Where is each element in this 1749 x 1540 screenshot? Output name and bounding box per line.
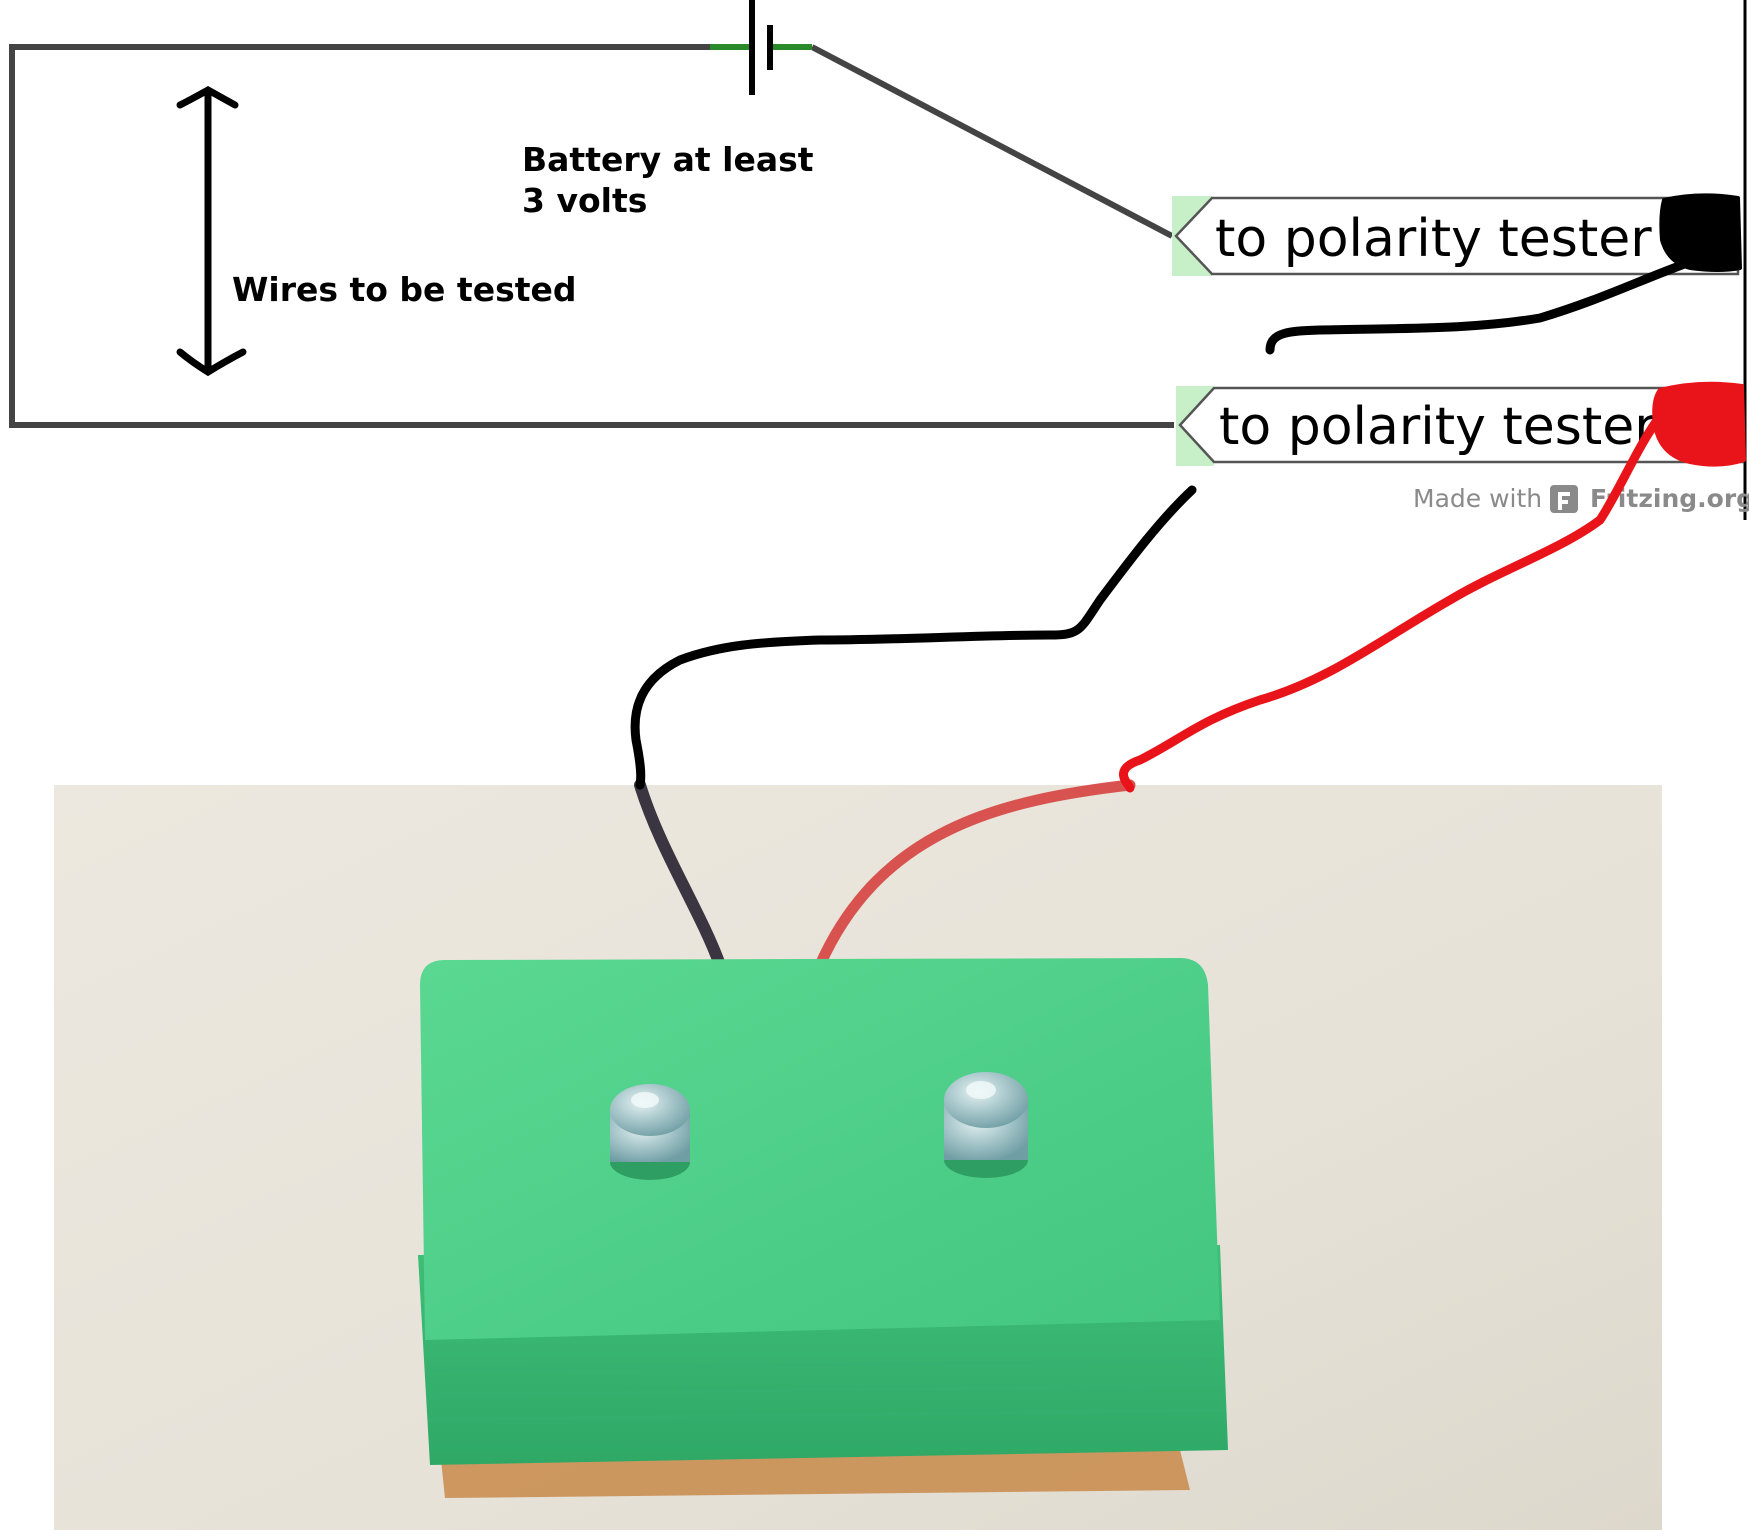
photo-red-lead bbox=[814, 779, 1136, 971]
credit-prefix: Made with bbox=[1413, 484, 1542, 513]
battery-label-line2: 3 volts bbox=[522, 181, 647, 220]
battery-label-line1: Battery at least bbox=[522, 140, 814, 179]
tester-photo bbox=[54, 779, 1662, 1530]
led-left-icon bbox=[610, 1084, 690, 1180]
red-blob bbox=[1652, 381, 1746, 467]
net-label-bottom: to polarity tester bbox=[1176, 386, 1744, 466]
black-blob bbox=[1659, 193, 1742, 272]
red-wire bbox=[1119, 405, 1670, 793]
fritzing-logo-icon bbox=[1550, 485, 1578, 513]
hand-drawn-wires bbox=[630, 193, 1746, 793]
net-label-top: to polarity tester bbox=[1172, 196, 1740, 276]
black-wire-upper bbox=[1265, 257, 1695, 355]
battery-icon bbox=[710, 0, 812, 95]
double-arrow-icon bbox=[176, 85, 247, 377]
schematic: Battery at least 3 volts Wires to be tes… bbox=[9, 0, 1749, 520]
net-label-bottom-text: to polarity tester bbox=[1219, 397, 1656, 457]
enclosure-base bbox=[440, 1450, 1190, 1498]
black-wire-lower bbox=[630, 485, 1197, 790]
net-label-top-text: to polarity tester bbox=[1215, 209, 1652, 269]
photo-black-lead bbox=[634, 779, 726, 971]
wires-label: Wires to be tested bbox=[232, 270, 577, 309]
layer-lines bbox=[424, 1358, 1227, 1422]
schematic-wire-diagonal bbox=[810, 44, 1174, 239]
enclosure-top bbox=[420, 958, 1220, 1340]
led-right-icon bbox=[944, 1072, 1028, 1178]
schematic-wire-loop bbox=[9, 44, 1174, 428]
fritzing-credit: Made with Fritzing.org bbox=[1413, 484, 1749, 513]
